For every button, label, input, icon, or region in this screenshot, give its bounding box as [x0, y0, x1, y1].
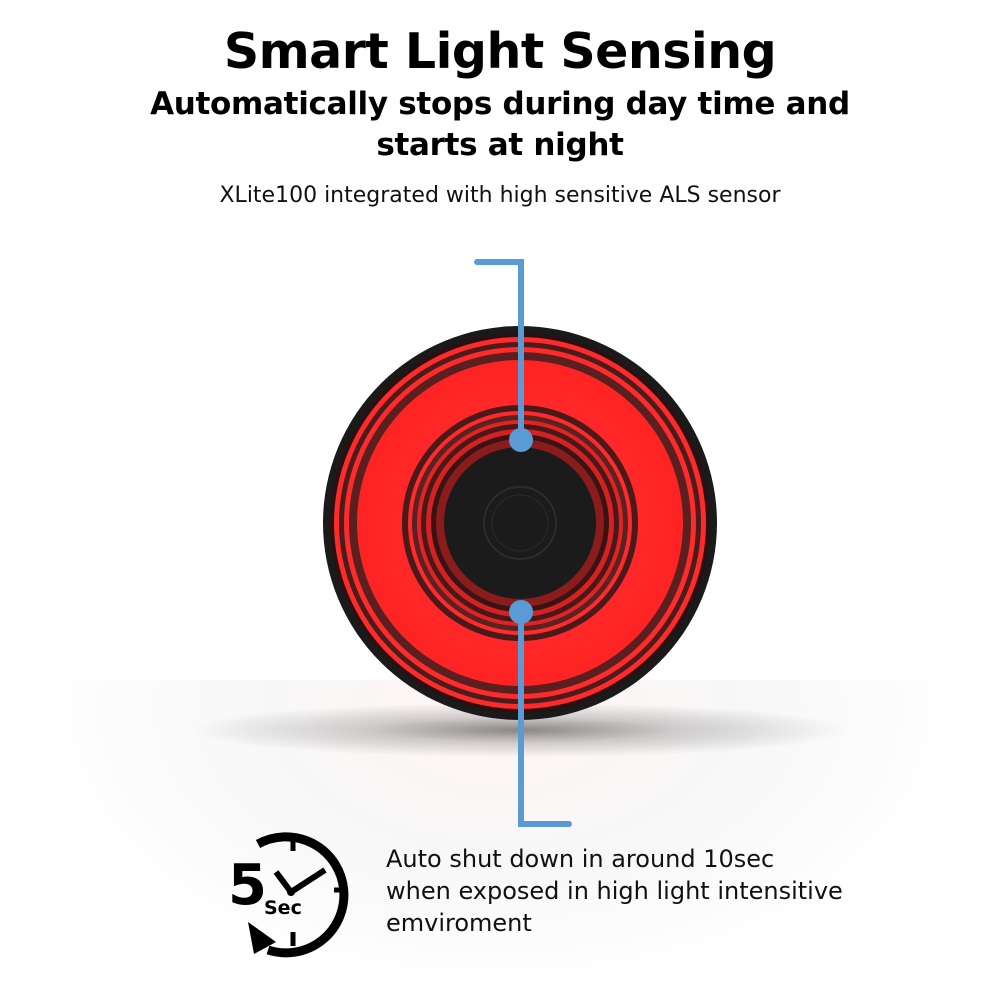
sensor-caption: XLite100 integrated with high sensitive …: [219, 183, 781, 208]
clock-5-sec-icon: 5 Sec: [228, 832, 349, 958]
page-title: Smart Light Sensing: [223, 23, 777, 80]
shutdown-caption: Auto shut down in around 10sec when expo…: [386, 845, 843, 937]
clock-number: 5: [228, 853, 267, 918]
floor-reflection: [55, 680, 945, 980]
clock-unit: Sec: [264, 897, 302, 919]
page-subtitle: Automatically stops during day time and …: [150, 86, 850, 163]
